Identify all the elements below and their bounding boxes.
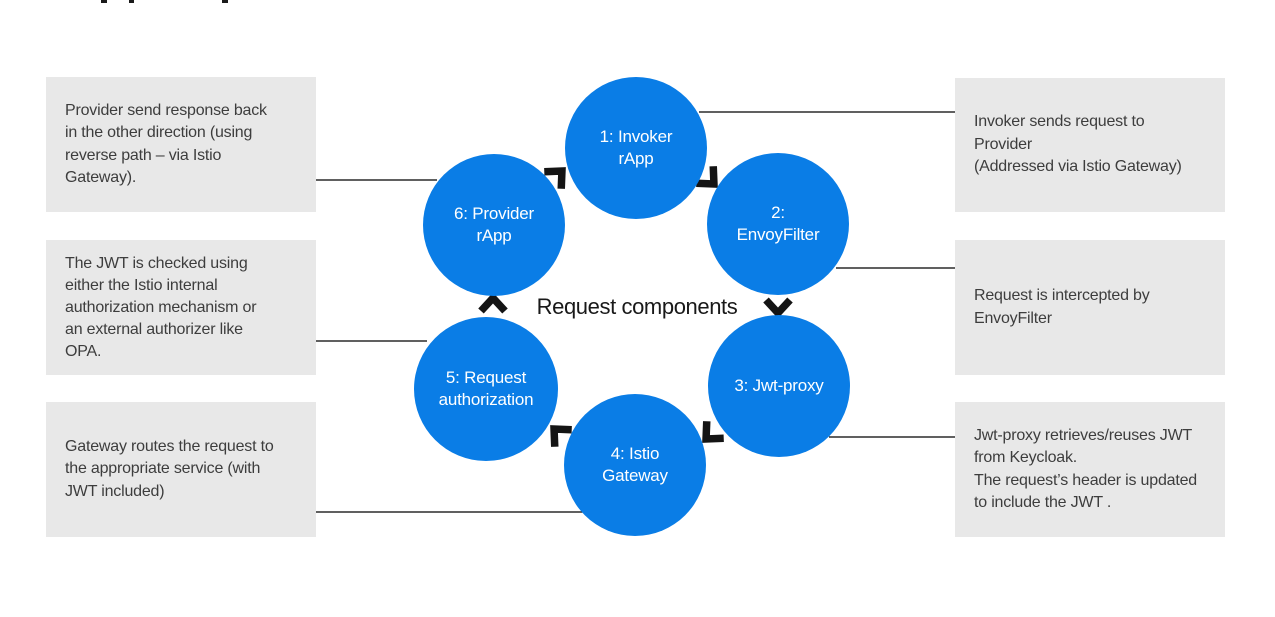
cycle-arrow-icon — [478, 292, 508, 314]
annotation-text: Jwt-proxy retrieves/reuses JWT from Keyc… — [974, 426, 1197, 512]
cycle-step-label: 6: Provider rApp — [453, 204, 534, 245]
cycle-step-envoyfilter: 2: EnvoyFilter — [707, 153, 849, 295]
annotation-provider-response: Provider send response back in the other… — [46, 77, 316, 212]
annotation-request-intercepted: Request is intercepted by EnvoyFilter — [955, 240, 1225, 375]
cycle-arrow-icon — [763, 297, 793, 319]
annotation-text: The JWT is checked using either the Isti… — [65, 254, 257, 360]
clipped-title-remnant — [101, 0, 107, 3]
annotation-gateway-routes: Gateway routes the request to the approp… — [46, 402, 316, 537]
clipped-title-remnant — [222, 0, 228, 3]
cycle-step-jwt-proxy: 3: Jwt-proxy — [708, 315, 850, 457]
cycle-step-provider-rapp: 6: Provider rApp — [423, 154, 565, 296]
clipped-title-remnant — [129, 0, 134, 3]
cycle-step-label: 5: Request authorization — [438, 368, 534, 409]
cycle-step-label: 3: Jwt-proxy — [734, 376, 824, 395]
cycle-step-label: 4: Istio Gateway — [602, 444, 668, 485]
cycle-step-istio-gateway: 4: Istio Gateway — [564, 394, 706, 536]
cycle-step-request-authorization: 5: Request authorization — [414, 317, 558, 461]
annotation-jwt-checked: The JWT is checked using either the Isti… — [46, 240, 316, 375]
annotation-text: Provider send response back in the other… — [65, 101, 267, 187]
diagram-title: Request components — [536, 294, 738, 319]
annotation-jwt-proxy-retrieves: Jwt-proxy retrieves/reuses JWT from Keyc… — [955, 402, 1225, 537]
cycle-step-invoker-rapp: 1: Invoker rApp — [565, 77, 707, 219]
annotation-text: Request is intercepted by EnvoyFilter — [974, 287, 1150, 327]
cycle-step-label: 1: Invoker rApp — [599, 127, 673, 168]
annotation-text: Invoker sends request to Provider (Addre… — [974, 113, 1182, 176]
annotation-text: Gateway routes the request to the approp… — [65, 437, 274, 500]
cycle-step-label: 2: EnvoyFilter — [736, 203, 820, 244]
annotation-invoker-sends: Invoker sends request to Provider (Addre… — [955, 78, 1225, 212]
